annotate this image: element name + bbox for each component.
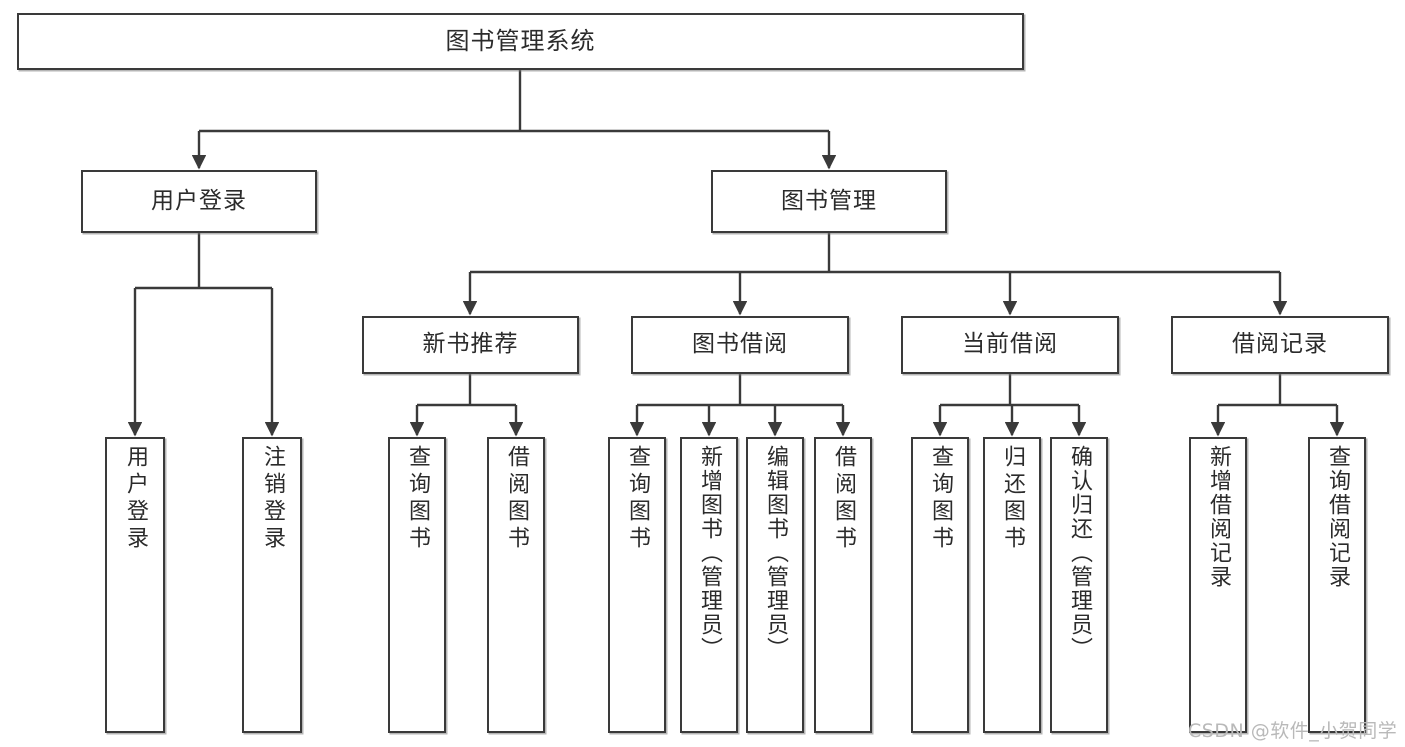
node-label: 查询图书 (625, 445, 650, 553)
leaf-logout[interactable]: 注销登录 (242, 437, 302, 733)
node-borrow-records[interactable]: 借阅记录 (1171, 316, 1389, 374)
node-label: 新增借阅记录 (1206, 445, 1231, 589)
node-new-book-recommend[interactable]: 新书推荐 (362, 316, 579, 374)
node-label: 查询图书 (928, 445, 953, 553)
node-label: 归还图书 (1000, 445, 1025, 553)
csdn-watermark: CSDN @软件_小贺同学 (1188, 720, 1398, 742)
leaf-lend-book[interactable]: 借阅图书 (814, 437, 872, 733)
node-label: 查询图书 (405, 445, 430, 553)
node-label: 新增图书（管理员） (697, 445, 722, 661)
leaf-query-book-current[interactable]: 查询图书 (911, 437, 969, 733)
node-label: 借阅记录 (1232, 331, 1328, 358)
leaf-query-book-borrow[interactable]: 查询图书 (608, 437, 666, 733)
leaf-borrow-book-recommend[interactable]: 借阅图书 (487, 437, 545, 733)
node-label: 图书管理 (781, 187, 877, 214)
node-label: 查询借阅记录 (1325, 445, 1350, 589)
node-label: 图书管理系统 (445, 27, 596, 56)
node-label: 借阅图书 (504, 445, 529, 553)
leaf-add-book-admin[interactable]: 新增图书（管理员） (680, 437, 738, 733)
node-label: 用户登录 (151, 187, 247, 214)
node-label: 编辑图书（管理员） (763, 445, 788, 661)
leaf-return-book[interactable]: 归还图书 (983, 437, 1041, 733)
node-label: 借阅图书 (831, 445, 856, 553)
leaf-user-login[interactable]: 用户登录 (105, 437, 165, 733)
node-label: 新书推荐 (422, 331, 519, 358)
node-label: 图书借阅 (692, 331, 788, 358)
leaf-query-book-recommend[interactable]: 查询图书 (388, 437, 446, 733)
leaf-confirm-return-admin[interactable]: 确认归还（管理员） (1050, 437, 1108, 733)
leaf-query-borrow-record[interactable]: 查询借阅记录 (1308, 437, 1366, 733)
node-user-login[interactable]: 用户登录 (81, 170, 317, 233)
leaf-add-borrow-record[interactable]: 新增借阅记录 (1189, 437, 1247, 733)
node-book-management[interactable]: 图书管理 (711, 170, 947, 233)
node-book-management-system[interactable]: 图书管理系统 (17, 13, 1024, 70)
leaf-edit-book-admin[interactable]: 编辑图书（管理员） (746, 437, 804, 733)
node-book-borrow[interactable]: 图书借阅 (631, 316, 849, 374)
node-label: 用户登录 (123, 445, 148, 553)
node-label: 当前借阅 (962, 331, 1058, 358)
node-label: 注销登录 (260, 445, 285, 553)
node-label: 确认归还（管理员） (1067, 445, 1092, 661)
node-current-borrow[interactable]: 当前借阅 (901, 316, 1119, 374)
